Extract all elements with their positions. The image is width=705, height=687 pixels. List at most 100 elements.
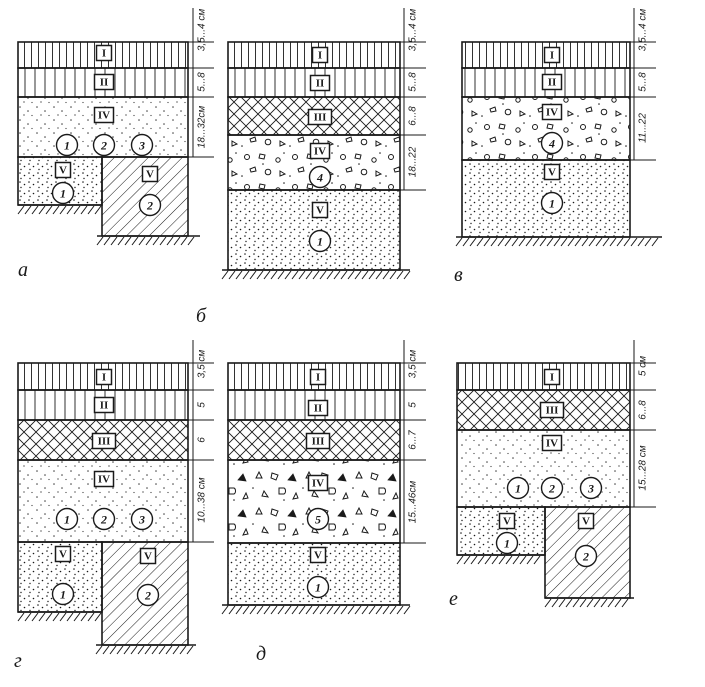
figure-d-layer-label: II	[307, 399, 329, 417]
figure-b-layer-label: I	[311, 46, 329, 64]
figure-a-ground-hatch	[17, 204, 102, 215]
figure-a-material-number: 1	[64, 139, 70, 153]
figure-g-layer-label: V	[54, 545, 72, 563]
figure-g-material-number: 1	[60, 588, 66, 602]
figure-a-letter: а	[18, 259, 28, 281]
figure-v-layer-label: II	[541, 73, 563, 91]
figure-b-layer-label-text: V	[316, 205, 324, 217]
figure-a-layer-label: V	[141, 165, 159, 183]
figure-e-dimension-text: 15...28 см	[638, 445, 649, 490]
figure-g-layer-label-text: II	[100, 400, 109, 412]
figure-e-material-circle: 2	[540, 476, 564, 500]
figure-g-dimension-text: 5	[197, 402, 208, 408]
figure-e-vertical-hatch-layer	[456, 362, 631, 391]
figure-e-material-number: 2	[548, 482, 555, 496]
figure-g-material-number: 1	[64, 513, 70, 527]
figure-g-material-circle: 1	[55, 507, 79, 531]
figure-a-material-number: 1	[60, 187, 66, 201]
figure-v-layer-label-text: I	[550, 50, 554, 62]
figure-a-material-number: 2	[100, 139, 107, 153]
figure-g-material-circle: 1	[51, 582, 75, 606]
figure-e-ground-hatch	[544, 597, 634, 608]
figure-b-dimension-line	[400, 8, 426, 191]
figure-e-ground-hatch	[456, 554, 545, 565]
figure-a-material-circle: 2	[92, 133, 116, 157]
figure-a-layer-label-text: I	[102, 48, 106, 60]
figure-a-material-circle: 1	[55, 133, 79, 157]
figure-v-layer-label-text: IV	[546, 107, 558, 119]
figure-d-ground-hatch	[221, 604, 411, 615]
figure-e-material-number: 2	[582, 550, 589, 564]
figure-g-letter: г	[14, 650, 22, 672]
figure-e-dimension-text: 5 см	[638, 356, 649, 376]
figure-v-dimension-line	[630, 8, 656, 161]
figure-e-dimension-line	[630, 340, 656, 508]
figure-e-dimension-text: 6...8	[638, 400, 649, 420]
figure-d-material-circle: 1	[306, 575, 330, 599]
figure-e-material-number: 1	[504, 537, 510, 551]
figure-a-material-circle: 1	[51, 181, 75, 205]
figure-d-layer-label-text: V	[314, 550, 322, 562]
figure-d-dimension-line	[400, 340, 426, 544]
figure-e-material-circle: 2	[574, 544, 598, 568]
figure-a-layer-label: II	[93, 73, 115, 91]
figure-d-letter: д	[256, 643, 266, 665]
figure-d-material-number: 5	[315, 513, 321, 527]
figure-b-layer-label: III	[307, 108, 333, 126]
figure-b-layer-label-text: IV	[314, 146, 326, 158]
figure-v-material-number: 4	[548, 137, 555, 151]
figure-v-layer-label: I	[543, 46, 561, 64]
figure-a-layer-label-text: II	[100, 77, 109, 89]
figure-b-letter: б	[196, 305, 207, 327]
figure-e-material-number: 1	[515, 482, 521, 496]
figure-a-layer-label-text: V	[59, 165, 67, 177]
figure-g-material-number: 2	[100, 513, 107, 527]
figure-d-layer-label: III	[305, 432, 331, 450]
figure-g-dimension-text: 3,5 см	[197, 350, 208, 379]
figure-g-material-number: 3	[138, 513, 145, 527]
figure-v-layer-label-text: V	[548, 167, 556, 179]
figure-d-material-circle: 5	[306, 507, 330, 531]
figure-b-dimension-text: 3,5...4 см	[408, 9, 419, 52]
figure-v-vertical-hatch-layer	[461, 41, 631, 69]
figure-a-layer-label-text: V	[146, 169, 154, 181]
figure-b-layer-label-text: I	[318, 50, 322, 62]
figure-g-ground-hatch	[95, 644, 196, 655]
figure-v-dimension-text: 11...22	[638, 113, 649, 143]
figure-e-layer-label: V	[577, 512, 595, 530]
figure-e-layer-label-text: V	[503, 516, 511, 528]
figure-d-layer-label-text: II	[314, 403, 323, 415]
figure-e-letter: е	[449, 588, 458, 610]
figure-e-material-circle: 1	[506, 476, 530, 500]
figure-g-dimension-text: 6	[197, 437, 208, 443]
figure-g-dimension-text: 10...38 см	[197, 477, 208, 522]
figure-v-dimension-text: 3,5...4 см	[638, 9, 649, 52]
figure-v-layer-label: IV	[541, 103, 563, 121]
figure-e-layer-label: V	[498, 512, 516, 530]
figure-d-material-number: 1	[315, 581, 321, 595]
figure-e-material-circle: 1	[495, 531, 519, 555]
figure-a-dimension-text: 5...8	[197, 72, 208, 92]
figure-e-layer-label: IV	[541, 434, 563, 452]
figure-d-layer-label-text: IV	[312, 478, 324, 490]
figure-a-material-circle: 3	[130, 133, 154, 157]
figure-e-layer-label: III	[539, 401, 565, 419]
figure-a-material-number: 2	[146, 199, 153, 213]
figure-d-dimension-text: 3,5 см	[408, 350, 419, 379]
figure-d-layer-label: I	[309, 368, 327, 386]
figure-e-material-number: 3	[587, 482, 594, 496]
figure-e-layer-label-text: III	[546, 405, 559, 417]
figure-b-dimension-text: 6...8	[408, 106, 419, 126]
figure-a-ground-hatch	[96, 235, 200, 246]
figure-d-dimension-text: 5	[408, 402, 419, 408]
figure-d-layer-label-text: III	[312, 436, 325, 448]
figure-b-ground-hatch	[221, 269, 411, 280]
figure-g-layer-label: I	[95, 368, 113, 386]
figure-v-layer-label: V	[543, 163, 561, 181]
figure-b-layer-label-text: III	[314, 112, 327, 124]
figure-a-layer-label-text: IV	[98, 110, 110, 122]
